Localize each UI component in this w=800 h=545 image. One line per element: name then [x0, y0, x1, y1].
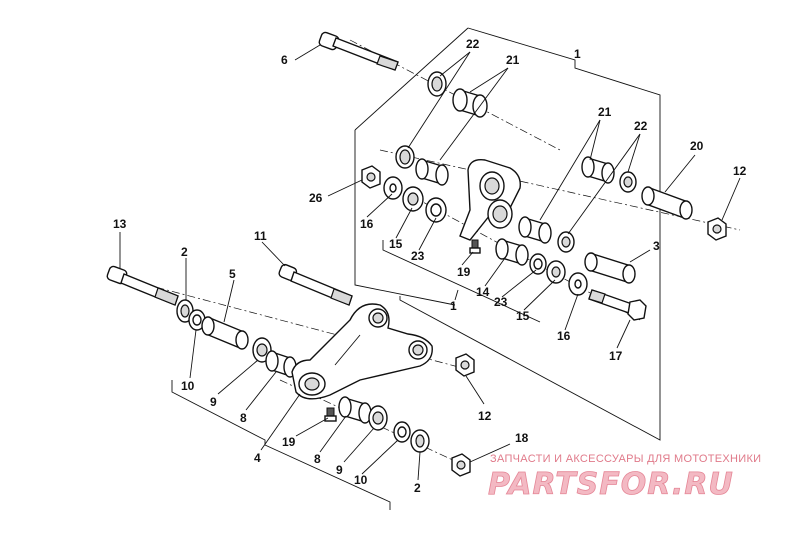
callout-20: 20	[690, 139, 704, 153]
seal-9-right	[368, 405, 388, 431]
washer-16-upper	[383, 176, 403, 200]
callouts: 1 1 2 2 3 4 5 6 8 8 9 9 10 10 11 12 12 1…	[113, 37, 747, 495]
bearing-14	[495, 238, 529, 266]
grease-nipple-19-lower	[324, 407, 337, 422]
bolt-11	[278, 263, 353, 306]
callout-1-mid: 1	[450, 299, 457, 313]
callout-8-left: 8	[240, 411, 247, 425]
ring-23-upper	[425, 197, 447, 223]
watermark-text: ЗАПЧАСТИ И АКСЕССУАРЫ ДЛЯ МОТОТЕХНИКИ	[490, 453, 761, 465]
callout-3: 3	[653, 239, 660, 253]
callout-11: 11	[254, 229, 267, 243]
callout-15-lower: 15	[516, 309, 530, 323]
callout-22-top: 22	[466, 37, 480, 51]
watermark: ЗАПЧАСТИ И АКСЕССУАРЫ ДЛЯ МОТОТЕХНИКИ PA…	[488, 453, 761, 502]
bolt-17	[588, 289, 647, 321]
bearing-8-right	[338, 396, 372, 424]
callout-10-left: 10	[181, 379, 195, 393]
bracket-4-bottom	[171, 380, 391, 510]
callout-6: 6	[281, 53, 288, 67]
sleeve-20	[641, 186, 693, 220]
leader-lines	[119, 44, 741, 481]
grease-nipple-19-upper	[469, 239, 481, 254]
nut-12-upper	[707, 217, 727, 241]
bracket-inner	[382, 240, 541, 323]
callout-19-lower: 19	[282, 435, 296, 449]
callout-12-lower: 12	[478, 409, 492, 423]
callout-12-upper: 12	[733, 164, 747, 178]
bearing-8-left	[265, 350, 297, 378]
nut-18	[451, 453, 471, 477]
frame-upper-left	[354, 130, 456, 306]
watermark-logo: PARTSFOR.RU	[488, 467, 734, 502]
callout-9-left: 9	[210, 395, 217, 409]
callout-16-lower: 16	[557, 329, 571, 343]
callout-2-left: 2	[181, 245, 188, 259]
nut-12-lower	[455, 353, 475, 377]
callout-22-right: 22	[634, 119, 648, 133]
seal-22-top	[427, 71, 447, 97]
seal-15-upper	[402, 186, 424, 212]
bearing-21-mid	[415, 158, 449, 186]
ring-10-left	[188, 309, 206, 331]
callout-5: 5	[229, 267, 236, 281]
rocker-4	[291, 303, 433, 400]
callout-16-upper: 16	[360, 217, 374, 231]
callout-13: 13	[113, 217, 127, 231]
bolt-13	[106, 265, 179, 306]
callout-21-right: 21	[598, 105, 612, 119]
ring-10-right	[393, 421, 411, 443]
seal-2-right	[410, 429, 430, 453]
bearing-21-right-a	[518, 216, 552, 244]
seal-22-right-a	[619, 171, 637, 193]
callout-23-lower: 23	[494, 295, 508, 309]
nut-26	[361, 165, 381, 189]
callout-17: 17	[609, 349, 623, 363]
callout-10-right: 10	[354, 473, 368, 487]
callout-19-upper: 19	[457, 265, 471, 279]
sleeve-5	[201, 316, 249, 350]
callout-18: 18	[515, 431, 529, 445]
callout-1-top: 1	[574, 47, 581, 61]
callout-15-upper: 15	[389, 237, 403, 251]
bearing-21-right-b	[581, 156, 615, 184]
callout-9-right: 9	[336, 463, 343, 477]
assembly-frames	[171, 27, 661, 510]
seal-22-right-b	[557, 231, 575, 253]
ring-23-lower	[529, 253, 547, 275]
bolt-6	[318, 31, 399, 71]
callout-2-right: 2	[414, 481, 421, 495]
center-lines	[109, 39, 741, 469]
link-1-upper	[459, 159, 521, 241]
callout-26: 26	[309, 191, 323, 205]
callout-4: 4	[254, 451, 261, 465]
sleeve-3	[584, 252, 636, 284]
bearing-21-top	[452, 88, 488, 118]
callout-23-upper: 23	[411, 249, 425, 263]
frame-upper-diag	[354, 27, 469, 131]
washer-16-lower	[568, 272, 588, 296]
callout-14: 14	[476, 285, 490, 299]
frame-right	[399, 118, 661, 441]
bracket-1-top	[467, 27, 661, 118]
callout-8-right: 8	[314, 452, 321, 466]
seal-15-lower	[546, 260, 566, 284]
callout-21-top: 21	[506, 53, 520, 67]
seal-22-mid	[395, 145, 415, 169]
